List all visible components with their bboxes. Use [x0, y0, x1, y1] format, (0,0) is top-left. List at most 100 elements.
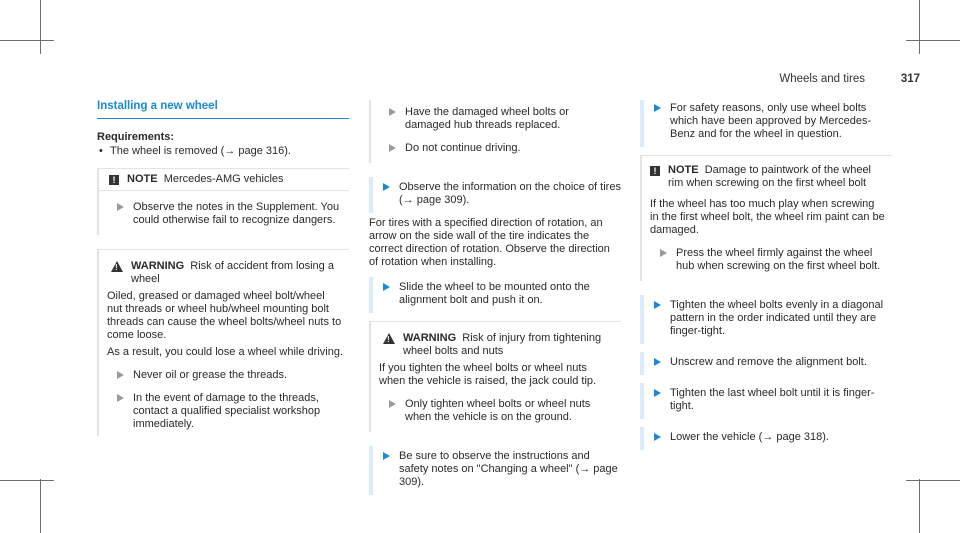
step-arrow-icon: [383, 183, 390, 191]
step-arrow-icon: [117, 371, 124, 379]
note-title: Damage to paintwork of the wheel rim whe…: [668, 164, 872, 189]
warning-box: ! WARNING Risk of accident from losing a…: [97, 249, 349, 436]
step-arrow-icon: [117, 394, 124, 402]
step-text: Observe the notes in the Supplement. You…: [133, 201, 340, 226]
instruction-step: Tighten the last wheel bolt until it is …: [640, 383, 892, 419]
step-item: Observe the information on the choice of…: [373, 181, 621, 207]
body-paragraph: For tires with a specified direction of …: [369, 217, 610, 268]
step-item: Do not continue driving.: [379, 142, 615, 155]
step-item: Be sure to observe the instructions and …: [373, 450, 621, 489]
note-heading: NOTE Damage to paintwork of the wheel ri…: [668, 164, 886, 190]
step-arrow-icon: [654, 389, 661, 397]
column-1: Installing a new wheel Requirements: The…: [97, 100, 349, 436]
instruction-step: Be sure to observe the instructions and …: [369, 446, 621, 495]
warning-label: WARNING: [131, 260, 185, 272]
warning-body: ! WARNING Risk of injury from tightening…: [369, 321, 621, 432]
step-text: Slide the wheel to be mounted onto the a…: [399, 281, 590, 306]
step-text: Never oil or grease the threads.: [133, 369, 288, 381]
exclamation-icon: !: [109, 175, 119, 185]
step-text: Lower the vehicle (→ page 318).: [670, 431, 829, 443]
step-item: For safety reasons, only use wheel bolts…: [644, 102, 892, 141]
note-paragraph: If the wheel has too much play when scre…: [650, 198, 885, 236]
step-text: Do not continue driving.: [405, 142, 521, 154]
step-item: Unscrew and remove the alignment bolt.: [644, 356, 892, 369]
step-text: Unscrew and remove the alignment bolt.: [670, 356, 867, 368]
instruction-step: Unscrew and remove the alignment bolt.: [640, 352, 892, 375]
step-arrow-icon: [389, 108, 396, 116]
note-label: NOTE: [127, 173, 158, 185]
section-title: Installing a new wheel: [97, 100, 349, 119]
exclamation-icon: !: [650, 166, 660, 176]
step-item: In the event of damage to the threads, c…: [107, 392, 343, 431]
crop-mark: [919, 0, 920, 54]
step-arrow-icon: [383, 452, 390, 460]
step-arrow-icon: [660, 249, 667, 257]
requirements-label: Requirements:: [97, 131, 175, 143]
step-item: Slide the wheel to be mounted onto the a…: [373, 281, 621, 307]
step-item: Only tighten wheel bolts or wheel nuts w…: [379, 398, 615, 424]
instruction-step: Observe the information on the choice of…: [369, 177, 621, 213]
step-text: Be sure to observe the instructions and …: [399, 450, 618, 488]
warning-paragraph: Oiled, greased or damaged wheel bolt/whe…: [107, 290, 342, 341]
column-3: For safety reasons, only use wheel bolts…: [640, 100, 892, 450]
step-arrow-icon: [654, 301, 661, 309]
warning-title: Risk of injury from tightening wheel bol…: [403, 332, 602, 357]
crop-mark: [0, 480, 54, 481]
crop-mark: [40, 479, 41, 533]
step-item: Observe the notes in the Supplement. You…: [107, 201, 343, 227]
warning-label: WARNING: [403, 332, 457, 344]
page-number: 317: [900, 73, 920, 85]
step-text: For safety reasons, only use wheel bolts…: [670, 102, 872, 140]
step-item: Tighten the wheel bolts evenly in a diag…: [644, 299, 892, 338]
instruction-step: Slide the wheel to be mounted onto the a…: [369, 277, 621, 313]
warning-title: Risk of accident from losing a wheel: [131, 260, 334, 285]
crop-mark: [40, 0, 41, 54]
instruction-step: Tighten the wheel bolts evenly in a diag…: [640, 295, 892, 344]
warning-body: ! WARNING Risk of accident from losing a…: [97, 249, 349, 436]
step-arrow-icon: [654, 358, 661, 366]
crop-mark: [906, 40, 960, 41]
running-header-title: Wheels and tires: [779, 73, 865, 85]
note-body: ! NOTE Damage to paintwork of the wheel …: [640, 155, 892, 281]
crop-mark: [0, 40, 54, 41]
warning-paragraph: If you tighten the wheel bolts or wheel …: [379, 362, 597, 387]
note-body: Observe the notes in the Supplement. You…: [97, 190, 349, 235]
step-text: Tighten the wheel bolts evenly in a diag…: [670, 299, 884, 337]
step-text: Tighten the last wheel bolt until it is …: [670, 387, 875, 412]
step-arrow-icon: [654, 104, 661, 112]
instruction-step: Lower the vehicle (→ page 318).: [640, 427, 892, 450]
step-arrow-icon: [383, 283, 390, 291]
warning-box: ! WARNING Risk of injury from tightening…: [369, 321, 621, 432]
note-label: NOTE: [668, 164, 699, 176]
note-header: ! NOTE Mercedes-AMG vehicles: [97, 168, 349, 190]
step-text: Press the wheel firmly against the wheel…: [676, 247, 881, 272]
warning-triangle-icon: !: [111, 261, 123, 272]
step-text: Have the damaged wheel bolts or damaged …: [405, 106, 569, 131]
step-item: Tighten the last wheel bolt until it is …: [644, 387, 892, 413]
crop-mark: [919, 479, 920, 533]
step-arrow-icon: [117, 203, 124, 211]
warning-continued: Have the damaged wheel bolts or damaged …: [369, 100, 621, 163]
step-text: Only tighten wheel bolts or wheel nuts w…: [405, 398, 591, 423]
step-arrow-icon: [389, 144, 396, 152]
note-text: Mercedes-AMG vehicles: [163, 173, 284, 185]
note-header: ! NOTE Damage to paintwork of the wheel …: [650, 164, 886, 190]
instruction-step: For safety reasons, only use wheel bolts…: [640, 100, 892, 147]
note-box: ! NOTE Damage to paintwork of the wheel …: [640, 155, 892, 281]
step-item: Never oil or grease the threads.: [107, 369, 343, 382]
crop-mark: [906, 480, 960, 481]
warning-heading: WARNING Risk of injury from tightening w…: [403, 332, 615, 358]
note-box: ! NOTE Mercedes-AMG vehicles Observe the …: [97, 168, 349, 235]
step-arrow-icon: [389, 400, 396, 408]
step-arrow-icon: [654, 433, 661, 441]
column-2: Have the damaged wheel bolts or damaged …: [369, 100, 621, 495]
warning-header: ! WARNING Risk of injury from tightening…: [379, 332, 615, 358]
step-text: In the event of damage to the threads, c…: [133, 392, 321, 430]
step-text: Observe the information on the choice of…: [399, 181, 621, 206]
warning-header: ! WARNING Risk of accident from losing a…: [107, 260, 343, 286]
step-item: Press the wheel firmly against the wheel…: [650, 247, 886, 273]
warning-paragraph: As a result, you could lose a wheel whil…: [107, 346, 344, 358]
step-item: Have the damaged wheel bolts or damaged …: [379, 106, 615, 132]
warning-heading: WARNING Risk of accident from losing a w…: [131, 260, 343, 286]
step-item: Lower the vehicle (→ page 318).: [644, 431, 892, 444]
